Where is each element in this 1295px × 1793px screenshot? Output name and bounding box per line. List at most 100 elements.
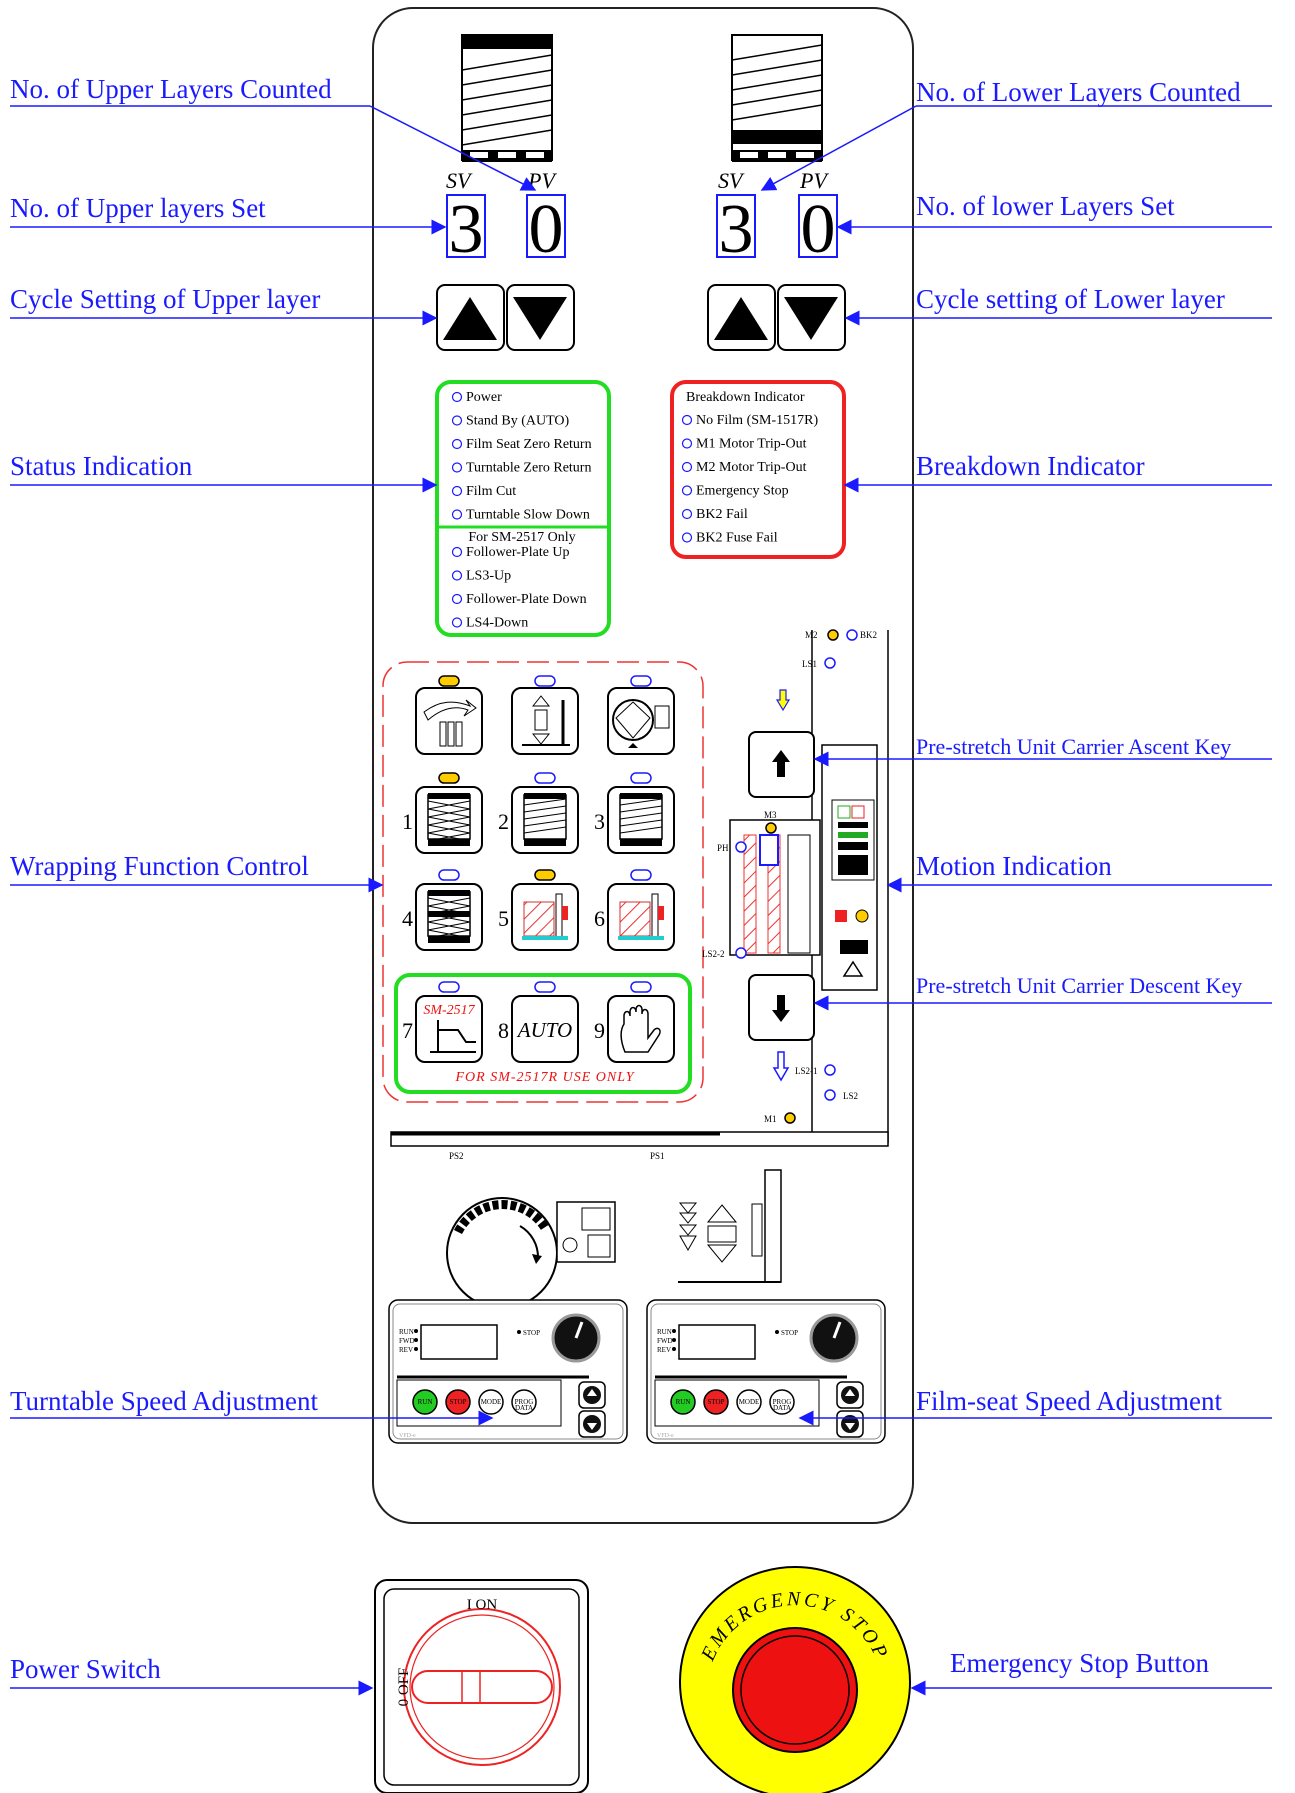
indicator-text: Power — [466, 390, 502, 405]
indicator-text: M1 Motor Trip-Out — [696, 437, 807, 452]
descent-arrow-icon — [772, 1051, 790, 1082]
status-indication-label: Status Indication — [10, 451, 193, 481]
wrap-program-key-6[interactable] — [607, 883, 675, 951]
indicator-lamp — [681, 461, 693, 473]
label-m2: M2 — [805, 630, 818, 640]
auto-key[interactable]: AUTO — [511, 995, 579, 1063]
inv-up-button[interactable] — [578, 1381, 606, 1409]
inv-run-button-label: RUN — [418, 1398, 433, 1406]
indicator-text: Film Cut — [466, 484, 516, 499]
sm2517-key[interactable]: SM-2517 — [415, 995, 483, 1063]
film-carriage-key[interactable] — [511, 687, 579, 755]
turntable-graphic — [446, 1197, 616, 1309]
upper-pv-display — [526, 194, 566, 258]
inv-run-button-label: RUN — [676, 1398, 691, 1406]
wrap-program-key-2[interactable] — [511, 786, 579, 854]
power-on-label: I ON — [467, 1597, 498, 1613]
indicator-lamp — [451, 438, 463, 450]
inv-down-button[interactable] — [836, 1410, 864, 1438]
indicator-text: Emergency Stop — [696, 484, 789, 499]
inv-down-button[interactable] — [578, 1410, 606, 1438]
motion-indication — [729, 630, 889, 1143]
lower-decrease-key[interactable] — [777, 284, 846, 351]
motion-indication-label: Motion Indication — [916, 851, 1112, 881]
inv-stop-button[interactable]: STOP — [703, 1389, 729, 1415]
upper-sv-value: 3 — [449, 191, 484, 268]
inv-mode-button[interactable]: MODE — [478, 1389, 504, 1415]
emergency-stop-button[interactable]: EMERGENCY STOP — [679, 1566, 911, 1793]
upper-counted-label: No. of Upper Layers Counted — [10, 74, 332, 104]
film-feed-key[interactable] — [415, 687, 483, 755]
wrap-program-key-3[interactable] — [607, 786, 675, 854]
inv-stop-button-label: STOP — [708, 1398, 725, 1406]
inv-fwd-label: FWD — [657, 1337, 673, 1345]
inv-run-button[interactable]: RUN — [670, 1389, 696, 1415]
label-ls21: LS2-1 — [795, 1066, 818, 1076]
motion-lamp-labels: M2 BK2 LS1 M3 PH LS2-2 LS2-1 LS2 M1 PS2 … — [449, 630, 877, 1161]
inv-prog-button[interactable]: PROG — [511, 1389, 537, 1415]
inv-brand: VFD-e — [399, 1433, 416, 1439]
descent-key[interactable] — [748, 974, 815, 1041]
inv-mode-button[interactable]: MODE — [736, 1389, 762, 1415]
wrap-program-key-4[interactable] — [415, 883, 483, 951]
breakdown-indicator-box — [670, 380, 846, 559]
wrap-program-key-5[interactable] — [511, 883, 579, 951]
indicator-text: Film Seat Zero Return — [466, 437, 592, 452]
sm2517-header: For SM-2517 Only — [468, 530, 575, 545]
upper-increase-key[interactable] — [436, 284, 505, 351]
upper-decrease-key[interactable] — [506, 284, 575, 351]
lower-sv-label: SV — [718, 168, 745, 193]
label-ls2: LS2 — [843, 1091, 858, 1101]
lower-counted-label: No. of Lower Layers Counted — [916, 77, 1241, 107]
manual-stop-key[interactable] — [607, 995, 675, 1063]
indicator-lamp — [451, 462, 463, 473]
callout-lines — [10, 105, 1272, 1696]
indicator-lamp — [681, 438, 693, 449]
inv-data-label: DATA — [773, 1404, 791, 1412]
inv-run-label: RUN — [399, 1328, 414, 1336]
turntable-speed-label: Turntable Speed Adjustment — [10, 1386, 318, 1416]
inv-up-button[interactable] — [836, 1381, 864, 1409]
inv-mode-button-label: MODE — [481, 1398, 502, 1406]
key-number: 3 — [594, 809, 605, 834]
indicator-lamp — [681, 532, 693, 543]
wrap-program-key-1[interactable] — [415, 786, 483, 854]
upper-layer-graphic — [461, 34, 553, 162]
key-number: 6 — [594, 906, 605, 931]
power-off-label: 0 OFF — [396, 1668, 412, 1707]
inv-stop-button[interactable]: STOP — [445, 1389, 471, 1415]
inv-prog-button[interactable]: PROG — [769, 1389, 795, 1415]
indicator-lamp — [451, 546, 463, 558]
power-switch-label: Power Switch — [10, 1654, 161, 1684]
inv-data-label: DATA — [515, 1404, 533, 1412]
lower-increase-key[interactable] — [707, 284, 776, 351]
upper-set-label: No. of Upper layers Set — [10, 193, 266, 223]
filmseat-speed-label: Film-seat Speed Adjustment — [916, 1386, 1222, 1416]
ascent-key[interactable] — [748, 731, 815, 798]
inv-run-label: RUN — [657, 1328, 672, 1336]
upper-pv-label: PV — [527, 168, 557, 193]
inv-prog-button-label: PROG — [515, 1398, 534, 1406]
inv-run-button[interactable]: RUN — [412, 1389, 438, 1415]
speed-knob[interactable] — [551, 1313, 601, 1363]
key-number: 7 — [402, 1018, 413, 1043]
indicator-text: M2 Motor Trip-Out — [696, 460, 807, 475]
auto-key-label: AUTO — [516, 1018, 572, 1042]
film-seat-graphic — [678, 1169, 782, 1283]
lower-pv-value: 0 — [801, 191, 836, 268]
sm2517r-group — [394, 973, 692, 1094]
ascent-arrow-icon — [775, 689, 791, 712]
power-switch[interactable]: I ON 0 OFF — [374, 1579, 589, 1793]
function-key-leds — [438, 675, 652, 993]
inv-rev-label: REV — [399, 1346, 413, 1354]
indicator-lamp — [451, 509, 463, 520]
label-m1: M1 — [764, 1114, 777, 1124]
label-m3: M3 — [764, 810, 777, 820]
speed-knob[interactable] — [809, 1313, 859, 1363]
indicator-lamp — [451, 617, 463, 628]
turntable-home-key[interactable] — [607, 687, 675, 755]
key-number: 8 — [498, 1018, 509, 1043]
